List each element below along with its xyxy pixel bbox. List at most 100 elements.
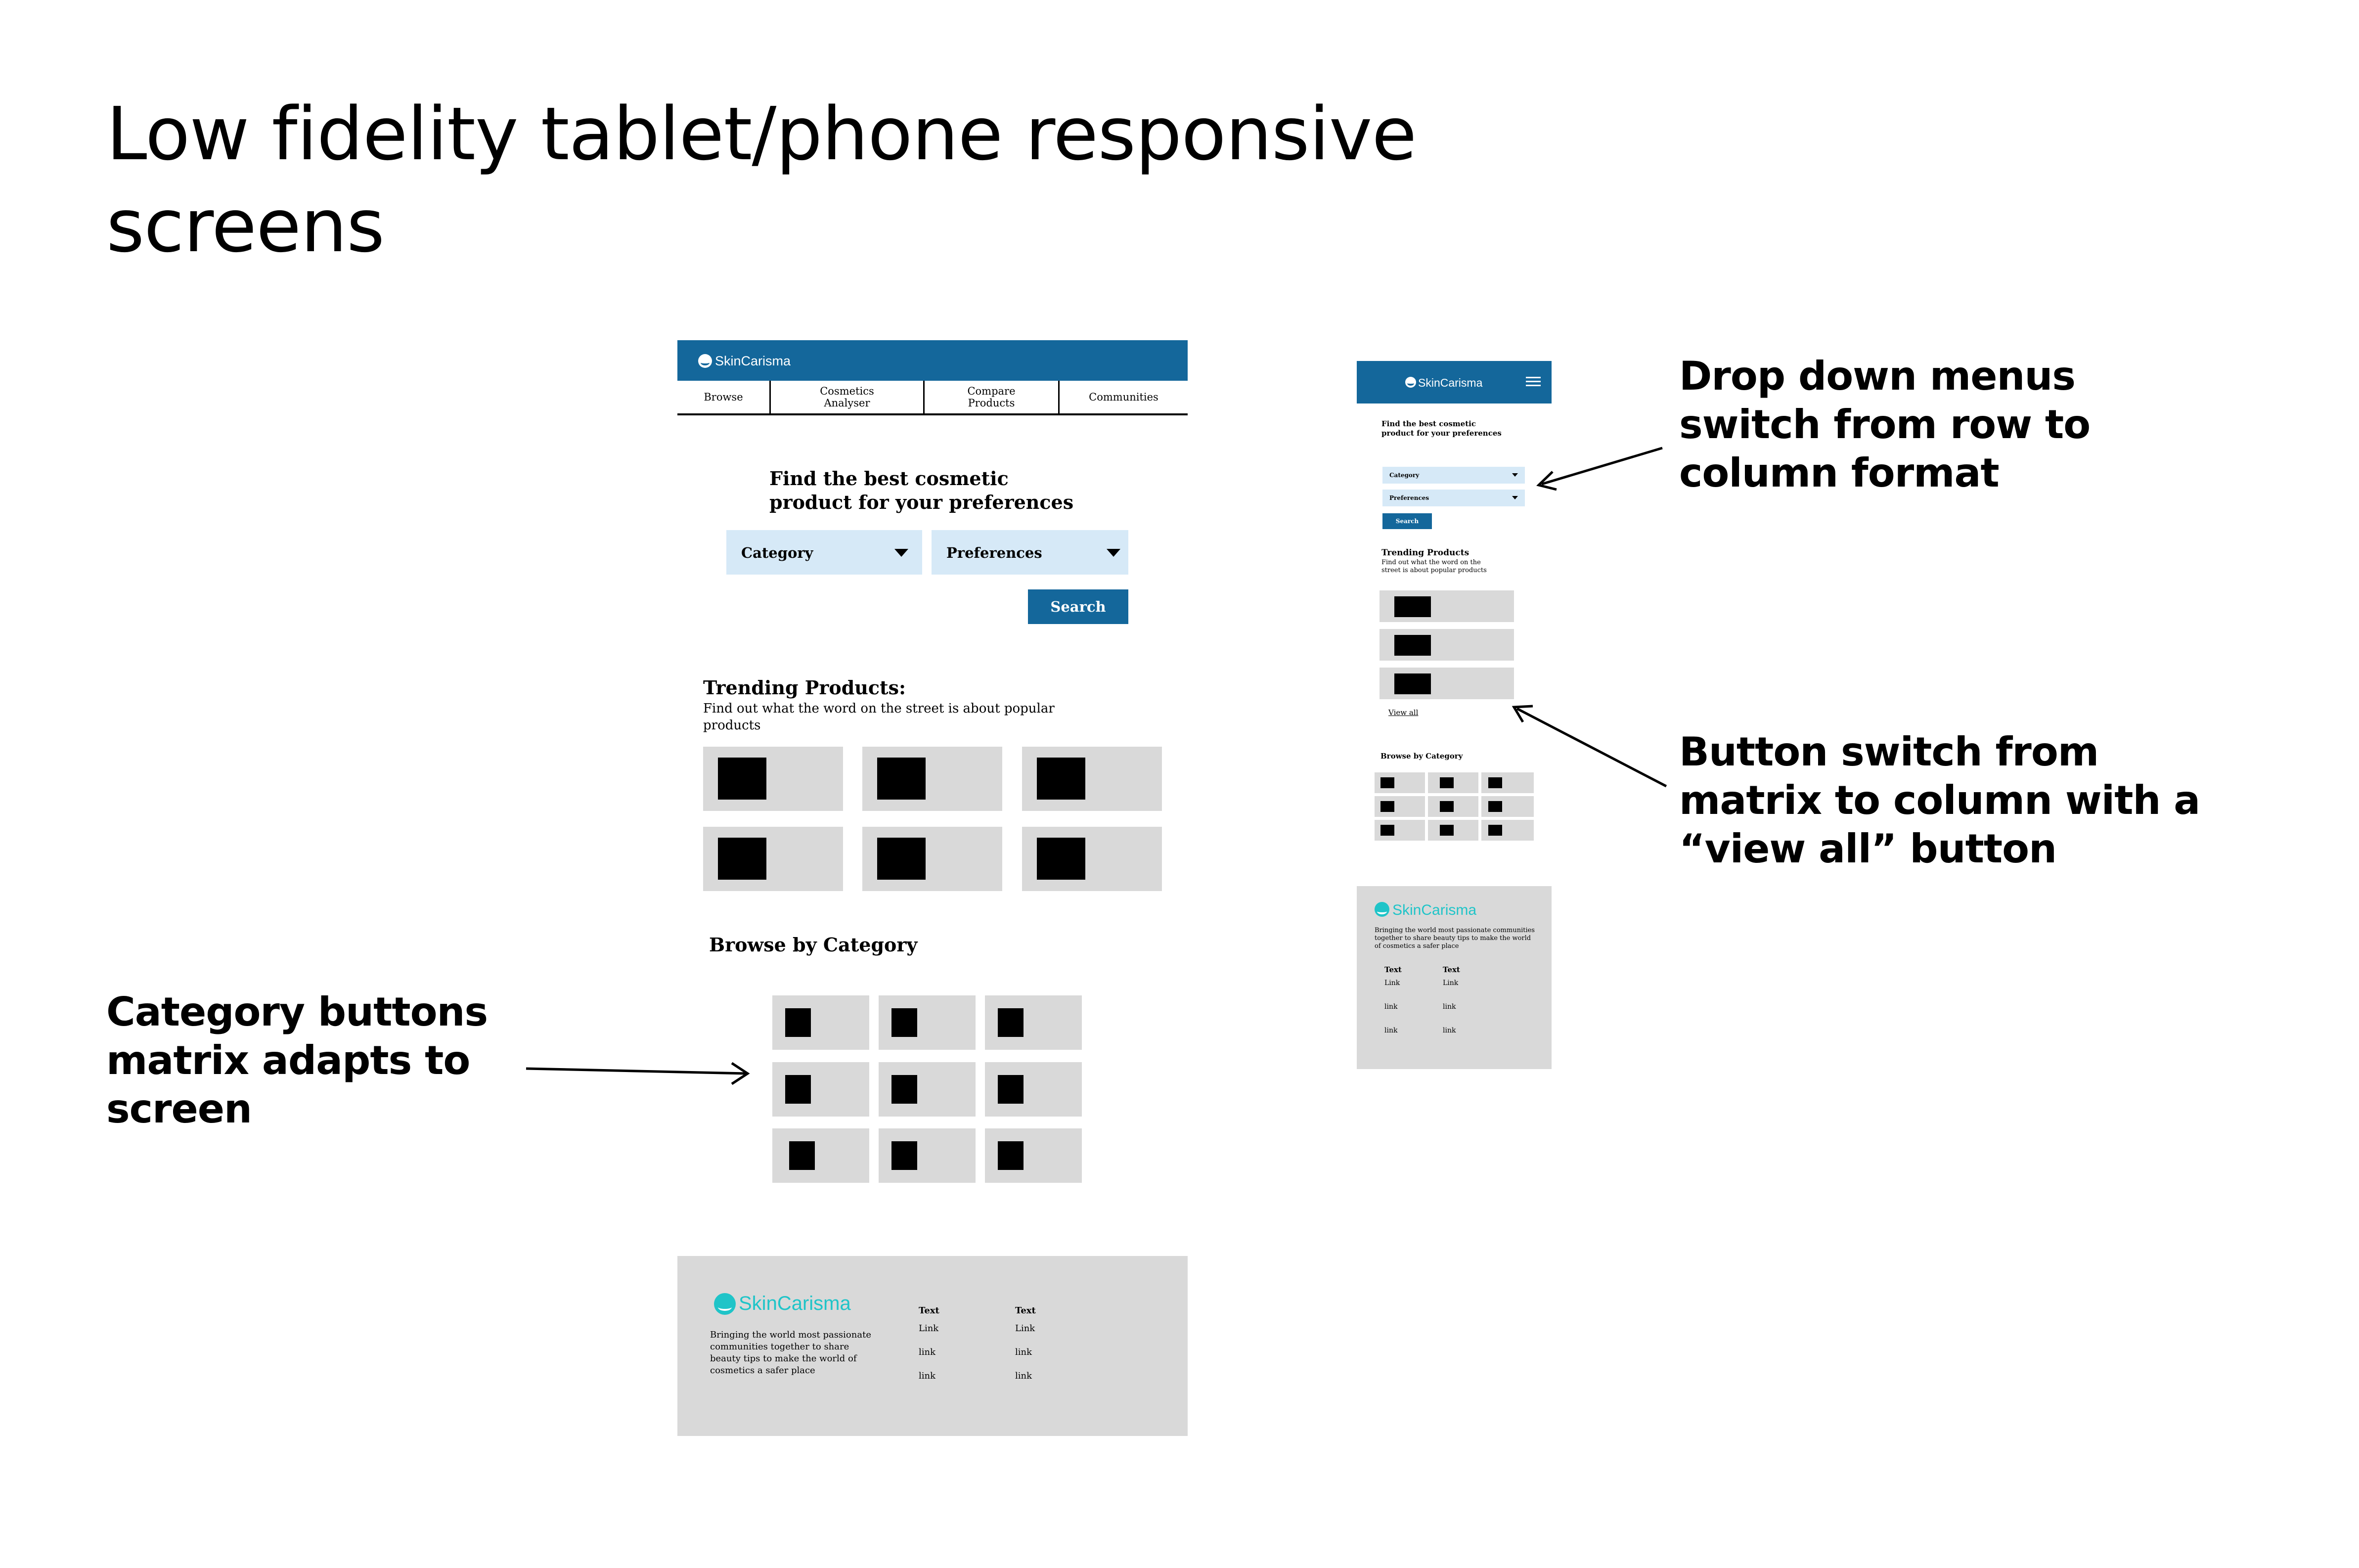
category-icon <box>1440 777 1454 788</box>
search-button[interactable]: Search <box>1028 589 1128 624</box>
logo-icon <box>698 354 712 368</box>
product-image <box>718 758 766 800</box>
product-card[interactable] <box>1380 590 1514 622</box>
tablet-footer: SkinCarisma Bringing the world most pass… <box>677 1256 1188 1436</box>
category-button[interactable] <box>1428 796 1478 817</box>
category-dropdown[interactable]: Category <box>1382 467 1525 484</box>
footer-brand[interactable]: SkinCarisma <box>739 1293 851 1314</box>
browse-title: Browse by Category <box>709 934 918 956</box>
brand-name[interactable]: SkinCarisma <box>1418 376 1483 389</box>
trending-subtitle: Find out what the word on the street is … <box>703 701 1055 733</box>
product-card[interactable] <box>862 827 1002 891</box>
footer-link[interactable]: link <box>1015 1347 1032 1357</box>
category-button[interactable] <box>772 1062 869 1117</box>
tablet-header: SkinCarisma <box>677 340 1188 381</box>
product-image <box>1037 838 1085 880</box>
arrow-dropdown <box>1536 447 1663 491</box>
category-icon <box>998 1008 1024 1037</box>
logo-icon <box>1405 377 1416 388</box>
product-card[interactable] <box>1380 668 1514 699</box>
category-button[interactable] <box>879 1062 976 1117</box>
category-button[interactable] <box>1375 796 1425 817</box>
preferences-label: Preferences <box>946 544 1042 561</box>
hero-title: Find the best cosmetic product for your … <box>1381 419 1502 438</box>
footer-link[interactable]: Link <box>1015 1323 1035 1334</box>
category-button[interactable] <box>772 995 869 1050</box>
nav-item-browse[interactable]: Browse <box>677 381 771 413</box>
brand-name[interactable]: SkinCarisma <box>715 354 791 368</box>
product-card[interactable] <box>1380 629 1514 661</box>
category-button[interactable] <box>879 995 976 1050</box>
category-icon <box>785 1075 811 1104</box>
chevron-down-icon <box>1107 549 1120 557</box>
slide-title: Low fidelity tablet/phone responsive scr… <box>106 91 1417 269</box>
category-button[interactable] <box>1375 820 1425 841</box>
chevron-down-icon <box>894 549 908 557</box>
category-button[interactable] <box>879 1128 976 1183</box>
trending-subtitle: Find out what the word on the street is … <box>1381 559 1487 574</box>
footer-link[interactable]: link <box>1015 1371 1032 1381</box>
hamburger-menu-icon[interactable] <box>1526 377 1541 387</box>
footer-link[interactable]: link <box>1443 1003 1456 1011</box>
nav-item-communities[interactable]: Communities <box>1089 391 1158 403</box>
product-image <box>877 838 926 880</box>
category-button[interactable] <box>1428 820 1478 841</box>
logo-icon <box>714 1293 736 1315</box>
category-button[interactable] <box>985 1128 1082 1183</box>
preferences-dropdown[interactable]: Preferences <box>1382 490 1525 506</box>
product-image <box>1394 596 1431 617</box>
category-button[interactable] <box>1481 772 1534 793</box>
category-icon <box>1440 825 1454 836</box>
search-button[interactable]: Search <box>1382 513 1432 529</box>
phone-footer: SkinCarisma Bringing the world most pass… <box>1357 886 1552 1069</box>
category-icon <box>1380 777 1394 788</box>
product-card[interactable] <box>1022 747 1162 811</box>
tablet-nav: Browse Cosmetics Analyser Compare Produc… <box>677 381 1188 415</box>
footer-link[interactable]: link <box>1384 1027 1398 1034</box>
product-card[interactable] <box>862 747 1002 811</box>
search-label: Search <box>1050 598 1106 615</box>
phone-wireframe: SkinCarisma Find the best cosmetic produ… <box>1357 361 1552 1069</box>
view-all-link[interactable]: View all <box>1388 708 1419 717</box>
footer-link[interactable]: link <box>1443 1027 1456 1034</box>
footer-link[interactable]: Link <box>919 1323 939 1334</box>
product-image <box>877 758 926 800</box>
browse-title: Browse by Category <box>1380 752 1463 761</box>
footer-col2-head: Text <box>1015 1305 1036 1316</box>
category-icon <box>1488 801 1502 812</box>
footer-link[interactable]: link <box>919 1371 936 1381</box>
product-card[interactable] <box>1022 827 1162 891</box>
footer-col1-head: Text <box>1384 965 1402 974</box>
category-icon <box>1380 801 1394 812</box>
hero-title: Find the best cosmetic product for your … <box>769 467 1074 513</box>
nav-item-compare-products[interactable]: Compare Products <box>925 381 1060 413</box>
category-icon <box>785 1008 811 1037</box>
product-card[interactable] <box>703 827 843 891</box>
tablet-wireframe: SkinCarisma Browse Cosmetics Analyser Co… <box>677 340 1188 1436</box>
product-card[interactable] <box>703 747 843 811</box>
category-button[interactable] <box>772 1128 869 1183</box>
category-icon <box>998 1075 1024 1104</box>
category-icon <box>789 1141 815 1170</box>
category-button[interactable] <box>1481 796 1534 817</box>
phone-header: SkinCarisma <box>1357 361 1552 403</box>
category-icon <box>891 1008 917 1037</box>
category-button[interactable] <box>985 995 1082 1050</box>
footer-col1-head: Text <box>919 1305 939 1316</box>
category-icon <box>1440 801 1454 812</box>
category-button[interactable] <box>985 1062 1082 1117</box>
category-button[interactable] <box>1428 772 1478 793</box>
footer-link[interactable]: Link <box>1384 979 1400 987</box>
category-dropdown[interactable]: Category <box>726 530 922 575</box>
category-button[interactable] <box>1375 772 1425 793</box>
footer-link[interactable]: Link <box>1443 979 1459 987</box>
chevron-down-icon <box>1512 473 1518 477</box>
footer-link[interactable]: link <box>919 1347 936 1357</box>
footer-brand[interactable]: SkinCarisma <box>1392 902 1477 918</box>
nav-item-cosmetics-analyser[interactable]: Cosmetics Analyser <box>771 381 925 413</box>
preferences-dropdown[interactable]: Preferences <box>932 530 1128 575</box>
footer-link[interactable]: link <box>1384 1003 1398 1011</box>
category-button[interactable] <box>1481 820 1534 841</box>
annotation-dropdown: Drop down menus switch from row to colum… <box>1679 353 2091 496</box>
